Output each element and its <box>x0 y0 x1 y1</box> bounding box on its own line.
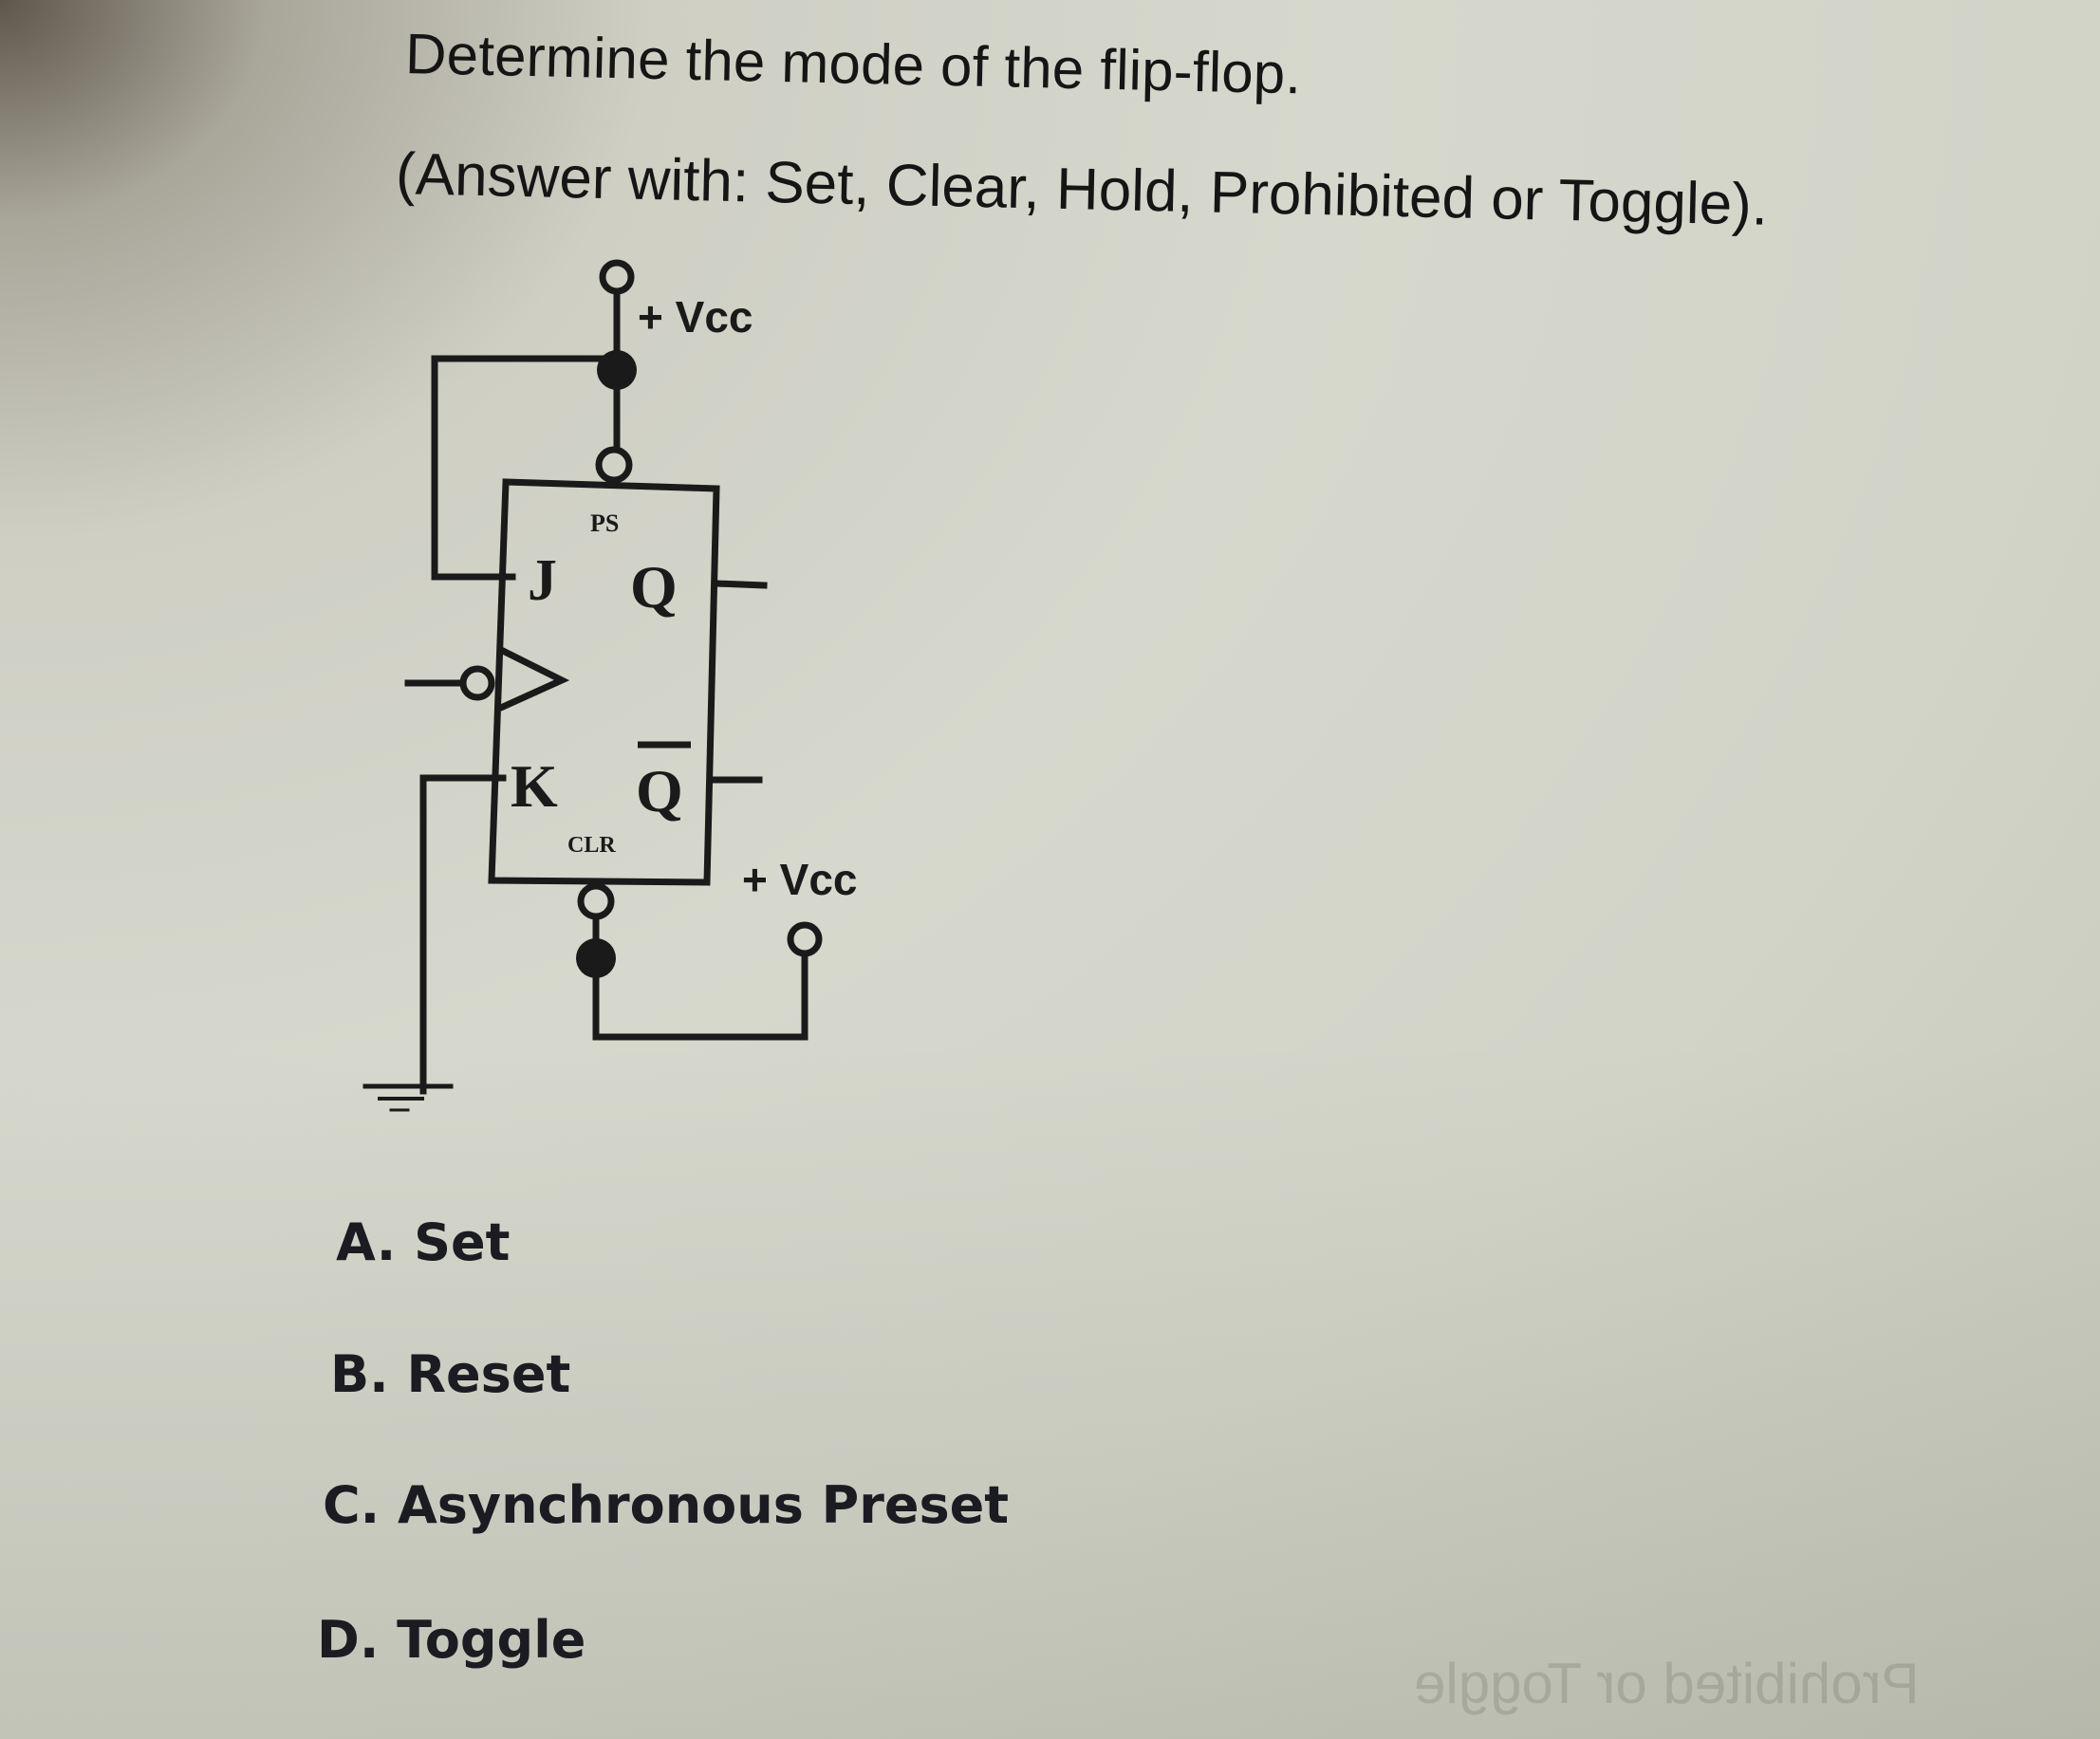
option-d[interactable]: D. Toggle <box>317 1610 586 1670</box>
flip-flop-body <box>488 478 720 886</box>
label-vcc-top: + Vcc <box>638 292 753 342</box>
option-b[interactable]: B. Reset <box>330 1344 571 1404</box>
label-k: K <box>511 752 558 820</box>
clock-bubble <box>459 665 495 701</box>
label-clear: CLR <box>567 833 616 858</box>
clear-to-vcc-wire <box>592 950 808 1041</box>
q-output-wire <box>713 580 768 589</box>
option-a[interactable]: A. Set <box>336 1212 511 1272</box>
label-vcc-bottom: + Vcc <box>742 855 858 904</box>
label-preset: PS <box>590 509 619 537</box>
clear-bubble <box>577 882 615 920</box>
vcc-junction-dot <box>597 350 637 390</box>
option-c[interactable]: C. Asynchronous Preset <box>323 1475 1010 1535</box>
label-q-bar: Q <box>636 757 683 824</box>
j-input-wire <box>431 355 619 581</box>
label-q: Q <box>630 553 678 620</box>
vcc-bottom-terminal <box>787 921 823 957</box>
clear-junction-dot <box>576 938 616 978</box>
label-j: J <box>528 548 557 613</box>
clock-triangle <box>498 647 570 712</box>
k-input-wire <box>419 774 507 1095</box>
vcc-top-terminal <box>599 259 635 295</box>
preset-bubble <box>595 446 633 484</box>
